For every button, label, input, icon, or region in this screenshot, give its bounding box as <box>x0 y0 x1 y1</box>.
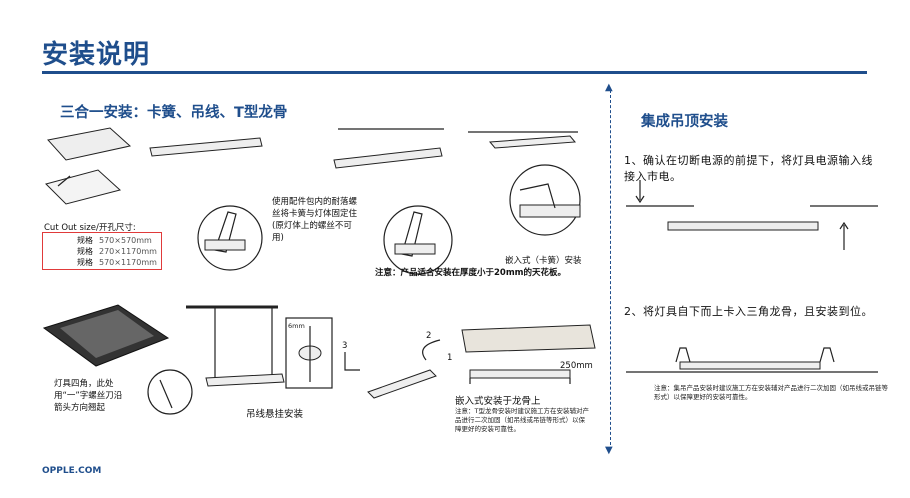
right-step-1: 1、确认在切断电源的前提下，将灯具电源输入线接入市电。 <box>624 154 873 183</box>
ceiling-mount-2 <box>626 347 878 373</box>
step-3-label: 3 <box>342 341 348 351</box>
tbar-drawing <box>344 324 596 399</box>
right-step-2: 2、将灯具自下而上卡入三角龙骨，且安装到位。 <box>624 305 873 318</box>
ceiling-mount-1 <box>626 180 878 250</box>
left-heading: 三合一安装：卡簧、吊线、T型龙骨 <box>60 105 288 121</box>
corner-note: 灯具四角，此处用“一”字螺丝刀沿箭头方向翘起 <box>54 379 123 413</box>
cutout-label: Cut Out size/开孔尺寸: <box>44 223 136 233</box>
spring-mount-right <box>468 131 581 236</box>
spring-caption: 嵌入式（卡簧）安装 <box>505 256 582 266</box>
step-1-label: 1 <box>447 353 453 363</box>
hang-caption: 吊线悬挂安装 <box>246 409 304 420</box>
step-2-label: 2 <box>426 331 432 341</box>
grid-panel <box>42 304 193 415</box>
page-title: 安装说明 <box>42 40 151 70</box>
panel-drawing <box>45 127 132 205</box>
ceiling-line <box>333 128 453 275</box>
dim-label: 250mm <box>560 361 593 371</box>
tbar-note: 注意：T型龙骨安装时建议施工方在安装辅对产品进行二次加固（如吊线或吊链等形式）以… <box>455 407 589 433</box>
screw-size-label: 6mm <box>288 322 305 330</box>
arrow-down-icon: ▼ <box>605 445 613 456</box>
spring-note: 注意：产品适合安装在厚度小于20mm的天花板。 <box>375 268 567 278</box>
section-divider <box>610 90 611 450</box>
panel-light-bar <box>149 137 263 157</box>
spring-detail-1 <box>197 205 263 271</box>
right-note: 注意：集吊产品安装时建议施工方在安装辅对产品进行二次加固（如吊线或吊链等形式）以… <box>654 384 888 401</box>
ceiling-illustrations <box>626 180 878 373</box>
install-illustrations <box>42 127 596 415</box>
footer-brand: OPPLE.COM <box>42 466 102 476</box>
title-rule <box>42 71 867 74</box>
hang-wire-drawing <box>186 305 333 389</box>
screw-note: 使用配件包内的耐落螺丝将卡簧与灯体固定住(原灯体上的螺丝不可用) <box>272 197 358 243</box>
right-heading: 集成吊顶安装 <box>641 114 728 130</box>
tbar-caption: 嵌入式安装于龙骨上 <box>455 396 541 407</box>
arrow-up-icon: ▲ <box>605 82 613 93</box>
